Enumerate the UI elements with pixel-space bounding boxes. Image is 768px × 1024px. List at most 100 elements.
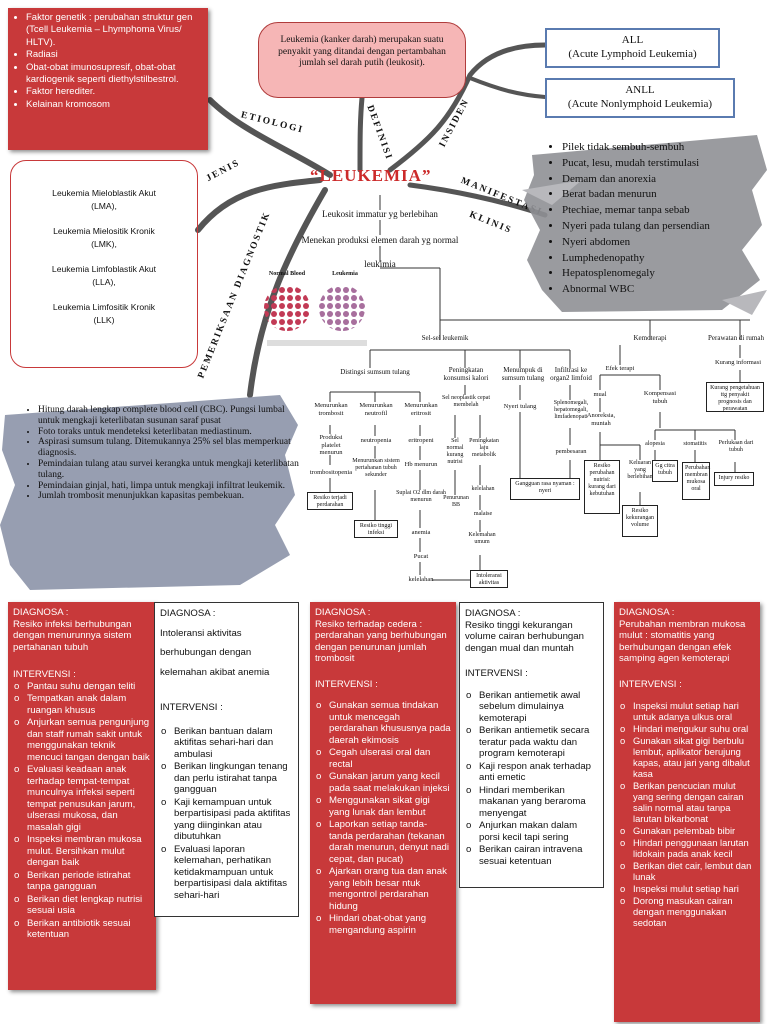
list-item: Dorong masukan cairan dengan menggunakan… <box>620 895 755 928</box>
blood-cells-image <box>264 285 367 346</box>
list-item: Laporkan setiap tanda-tanda perdarahan (… <box>316 819 451 865</box>
diagnosa-text: Perubahan membran mukosa mulut : stomati… <box>619 618 746 665</box>
all-type-box: ALL (Acute Lymphoid Leukemia) <box>545 28 720 68</box>
list-item: Abnormal WBC <box>562 282 710 298</box>
flow-node: alopesia <box>645 441 665 447</box>
diagnosa-card-cedera: DIAGNOSA : Resiko terhadap cedera : perd… <box>310 602 456 1004</box>
list-item: Kaji kemampuan untuk berpartisipasi pada… <box>161 797 293 843</box>
diagnosa-label: DIAGNOSA : <box>465 608 521 619</box>
list-item: Inspeksi mulut setiap hari <box>620 883 755 894</box>
flow-node: Kurang pengetahuan ttg penyakit prognosi… <box>706 382 764 412</box>
pemeriksaan-panel: Hitung darah lengkap complete blood cell… <box>0 395 299 590</box>
list-item: Gunakan pelembab bibir <box>620 825 755 836</box>
list-item: Inspeksi membran mukosa mulut. Bersihkan… <box>14 834 151 869</box>
diagnosa-label: DIAGNOSA : <box>160 608 216 619</box>
intervensi-list: Gunakan semua tindakan untuk mencegah pe… <box>315 700 451 936</box>
diagnosa-text: berhubungan dengan <box>160 647 252 658</box>
flow-node: Menurunkan eritrosit <box>404 402 438 417</box>
etiologi-list: Faktor genetik : perubahan struktur gen … <box>8 12 208 111</box>
list-item: Evaluasi keadaan anak terhadap tempat-te… <box>14 764 151 833</box>
list-item: Cegah ulserasi oral dan rectal <box>316 747 451 770</box>
flow-node: neutropenia <box>360 437 392 444</box>
list-item: Gunakan sikat gigi berbulu lembut, aplik… <box>620 735 755 779</box>
list-item: Berikan pencucian mulut yang sering deng… <box>620 780 755 824</box>
list-item: Nyeri pada tulang dan persendian <box>562 219 710 235</box>
list-item: Gunakan jarum yang kecil pada saat melak… <box>316 771 451 794</box>
all-name: (Acute Lymphoid Leukemia) <box>568 48 697 60</box>
flow-node: Pucat <box>413 553 429 560</box>
list-item: Pilek tidak sembuh-sembuh <box>562 140 710 156</box>
flow-node: Menurunkan neutrofil <box>359 402 393 417</box>
diagnosa-text: Resiko terhadap cedera : perdarahan yang… <box>315 618 447 665</box>
etiologi-box: Faktor genetik : perubahan struktur gen … <box>8 8 208 150</box>
anll-type-box: ANLL (Acute Nonlymphoid Leukemia) <box>545 78 735 118</box>
list-item: Pemindaian tulang atau survei kerangka u… <box>38 459 306 481</box>
list-item: Berikan antibiotik sesuai ketentuan <box>14 918 151 941</box>
flow-node: Efek terapi <box>605 365 635 372</box>
list-item: Inspeksi mulut setiap hari untuk adanya … <box>620 700 755 722</box>
normal-blood-label: Normal Blood <box>268 271 306 277</box>
intervensi-label: INTERVENSI : <box>160 702 223 713</box>
flow-node: Suplai O2 dlm darah menurun <box>396 490 446 503</box>
anll-name: (Acute Nonlymphoid Leukemia) <box>567 98 713 110</box>
list-item: Tempatkan anak dalam ruangan khusus <box>14 693 151 716</box>
definisi-box: Leukemia (kanker darah) merupakan suatu … <box>258 22 466 98</box>
flow-node: Produksi platelet menurun <box>319 434 343 456</box>
list-item: Evaluasi laporan kelemahan, perhatikan k… <box>161 844 293 902</box>
list-item: Demam dan anorexia <box>562 172 710 188</box>
list-item: Berikan antiemetik secara teratur pada w… <box>466 725 598 760</box>
flow-node: leukimia <box>364 259 396 269</box>
flow-node: Kurang informasi <box>714 359 762 366</box>
flow-node: Resiko perubahan nutrisi: kurang dari ke… <box>584 460 620 514</box>
flow-node: Distingsi sumsum tulang <box>340 368 410 376</box>
list-item: Hindari obat-obat yang mengandung aspiri… <box>316 913 451 936</box>
list-item: Hindari penggunaan larutan lidokain pada… <box>620 837 755 859</box>
diagnosa-card-infeksi: DIAGNOSA : Resiko infeksi berhubungan de… <box>8 602 156 990</box>
list-item: Pantau suhu dengan teliti <box>14 681 151 693</box>
flow-node: Kompensasi tubuh <box>643 390 677 405</box>
intervensi-label: INTERVENSI : <box>465 668 528 679</box>
list-item: Berikan diet cair, lembut dan lunak <box>620 860 755 882</box>
list-item: Berikan antiemetik awal sebelum dimulain… <box>466 690 598 725</box>
flow-node: Splenomegali, hepatomegali, limfadenopat… <box>553 400 589 420</box>
list-item: Gunakan semua tindakan untuk mencegah pe… <box>316 700 451 746</box>
diagnosa-label: DIAGNOSA : <box>13 607 69 618</box>
list-item: Hitung darah lengkap complete blood cell… <box>38 405 306 427</box>
flow-node: Hb menurun <box>404 461 438 468</box>
list-item: Hepatosplenomegaly <box>562 266 710 282</box>
flow-node: Perubahan membran mukosa oral <box>682 462 710 500</box>
flow-node: Infiltrasi ke organ2 limfoid <box>550 366 592 382</box>
list-item: Anjurkan semua pengunjung dan staff ruma… <box>14 717 151 763</box>
flow-node: Injury resiko <box>714 472 754 486</box>
blood-illustration: Normal Blood Leukemia <box>262 270 372 355</box>
jenis-box: Leukemia Mieloblastik Akut(LMA), Leukemi… <box>10 160 198 368</box>
flow-node: Perlukaan dari tubuh <box>718 440 754 453</box>
flow-node: eritropeni <box>408 437 434 444</box>
flow-node: Anoreksia, muntah <box>586 412 616 427</box>
list-item: Pucat, lesu, mudah terstimulasi <box>562 156 710 172</box>
flow-node: Sel normal kurang nutrisi <box>446 438 464 465</box>
flow-node: Gangguan rasa nyaman : nyeri <box>510 478 580 500</box>
flow-node: mual <box>593 391 607 398</box>
intervensi-label: INTERVENSI : <box>13 669 76 680</box>
flow-node: Resiko kekurangan volume <box>622 505 658 537</box>
list-item: Hindari mengukur suhu oral <box>620 723 755 734</box>
brush-stroke <box>0 395 298 590</box>
jenis-item: Leukemia Limfoblastik Akut(LLA), <box>51 264 157 287</box>
diagnosa-text: Resiko tinggi kekurangan volume cairan b… <box>465 619 584 654</box>
list-item: Berikan diet lengkap nutrisi sesuai usia <box>14 894 151 917</box>
list-item: Ptechiae, memar tanpa sebab <box>562 203 710 219</box>
list-item: Pemindaian ginjal, hati, limpa untuk men… <box>38 481 306 492</box>
diagnosa-label: DIAGNOSA : <box>619 607 675 618</box>
list-item: Faktor herediter. <box>26 86 204 98</box>
flow-node: Kelemahan umum <box>468 532 496 545</box>
flow-node: trombositopenia <box>309 469 353 476</box>
list-item: Jumlah trombosit menunjukkan kapasitas p… <box>38 491 306 502</box>
all-code: ALL <box>621 34 644 46</box>
jenis-item: Leukemia Limfositik Kronik(LLK) <box>52 302 156 325</box>
diagnosa-card-intoleransi: DIAGNOSA : Intoleransi aktivitas berhubu… <box>154 602 299 917</box>
flow-node: Menurunkan sistem pertahanan tubuh sekun… <box>352 458 400 478</box>
flow-node: Penurunan BB <box>443 495 469 508</box>
pemeriksaan-list: Hitung darah lengkap complete blood cell… <box>22 405 306 502</box>
flow-node: pembesaran <box>555 448 587 455</box>
